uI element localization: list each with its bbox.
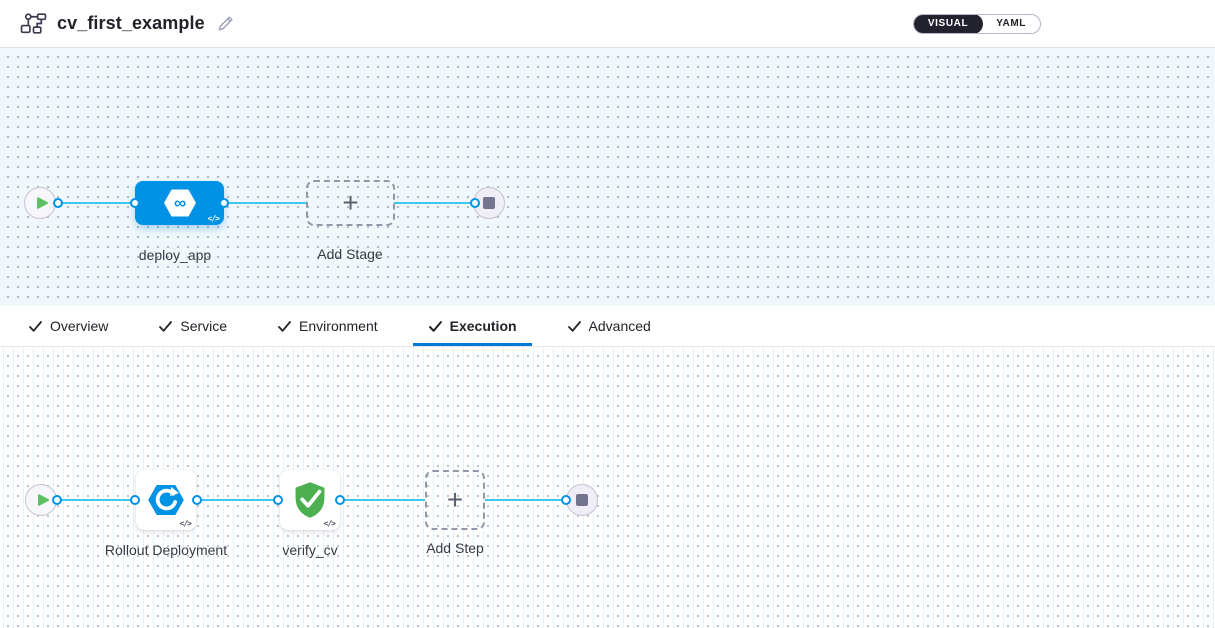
add-step-label[interactable]: Add Step xyxy=(426,540,484,556)
header: cv_first_example VISUAL YAML xyxy=(0,0,1215,48)
edge-verify-to-addstep xyxy=(340,499,425,501)
port-stage-in[interactable] xyxy=(130,198,140,208)
stage-label[interactable]: deploy_app xyxy=(138,247,212,263)
edge-addstep-to-stop xyxy=(485,499,566,501)
tab-advanced[interactable]: Advanced xyxy=(552,306,666,346)
port-exec-start-out[interactable] xyxy=(52,495,62,505)
step-label-rollout[interactable]: Rollout Deployment xyxy=(104,542,228,558)
port-verify-in[interactable] xyxy=(273,495,283,505)
toggle-visual[interactable]: VISUAL xyxy=(913,14,984,33)
view-toggle: VISUAL YAML xyxy=(912,13,1041,34)
rollout-deployment-icon xyxy=(148,485,184,515)
add-stage-label[interactable]: Add Stage xyxy=(317,246,383,262)
check-icon xyxy=(277,319,292,334)
port-stop-in[interactable] xyxy=(470,198,480,208)
tab-service[interactable]: Service xyxy=(143,306,242,346)
code-tag-icon: </> xyxy=(179,519,192,528)
step-label-verify-cv[interactable]: verify_cv xyxy=(282,542,338,558)
tab-label: Environment xyxy=(299,318,378,334)
plus-icon: + xyxy=(446,484,464,515)
svg-text:∞: ∞ xyxy=(173,194,185,213)
code-tag-icon: </> xyxy=(323,519,336,528)
port-exec-stop-in[interactable] xyxy=(561,495,571,505)
edge-stage-to-addstage xyxy=(224,202,306,204)
edge-start-to-stage xyxy=(58,202,135,204)
port-rollout-in[interactable] xyxy=(130,495,140,505)
page-title: cv_first_example xyxy=(57,13,205,33)
tab-environment[interactable]: Environment xyxy=(262,306,393,346)
edge-rollout-to-verify xyxy=(197,499,278,501)
port-rollout-out[interactable] xyxy=(192,495,202,505)
pipeline-icon xyxy=(20,12,47,35)
play-icon xyxy=(37,494,49,506)
port-verify-out[interactable] xyxy=(335,495,345,505)
play-icon xyxy=(36,197,48,209)
stage-node-deploy-app[interactable]: ∞ </> xyxy=(135,181,224,225)
stage-canvas[interactable]: ∞ </> deploy_app + Add Stage xyxy=(0,48,1215,306)
port-stage-out[interactable] xyxy=(219,198,229,208)
stop-icon xyxy=(576,494,588,506)
execution-canvas[interactable]: </> Rollout Deployment </> verify_cv + A… xyxy=(0,347,1215,628)
tab-execution[interactable]: Execution xyxy=(412,306,532,346)
cd-stage-hexagon-icon: ∞ xyxy=(163,189,196,217)
check-icon xyxy=(428,319,443,334)
tab-label: Service xyxy=(180,318,228,334)
toggle-yaml[interactable]: YAML xyxy=(996,18,1026,29)
step-node-rollout-deployment[interactable]: </> xyxy=(136,470,196,530)
plus-icon: + xyxy=(342,187,359,218)
step-node-verify-cv[interactable]: </> xyxy=(280,470,340,530)
stop-icon xyxy=(483,197,495,209)
add-step-button[interactable]: + xyxy=(425,470,485,530)
check-icon xyxy=(28,319,43,334)
add-stage-button[interactable]: + xyxy=(306,180,395,226)
edge-start-to-rollout xyxy=(57,499,136,501)
pipeline-start-node[interactable] xyxy=(24,187,56,219)
tab-label: Advanced xyxy=(588,318,651,334)
edge-addstage-to-stop xyxy=(394,202,475,204)
tab-label: Overview xyxy=(50,318,109,334)
port-start-out[interactable] xyxy=(53,198,63,208)
edit-pencil-icon[interactable] xyxy=(217,15,234,32)
tab-overview[interactable]: Overview xyxy=(13,306,123,346)
check-icon xyxy=(158,319,173,334)
verify-shield-icon xyxy=(295,482,325,518)
code-tag-icon: </> xyxy=(207,214,220,223)
stage-config-tabs: Overview Service Environment Execution A… xyxy=(0,306,1215,347)
execution-end-node[interactable] xyxy=(566,484,598,516)
check-icon xyxy=(567,319,582,334)
tab-label: Execution xyxy=(449,318,517,334)
